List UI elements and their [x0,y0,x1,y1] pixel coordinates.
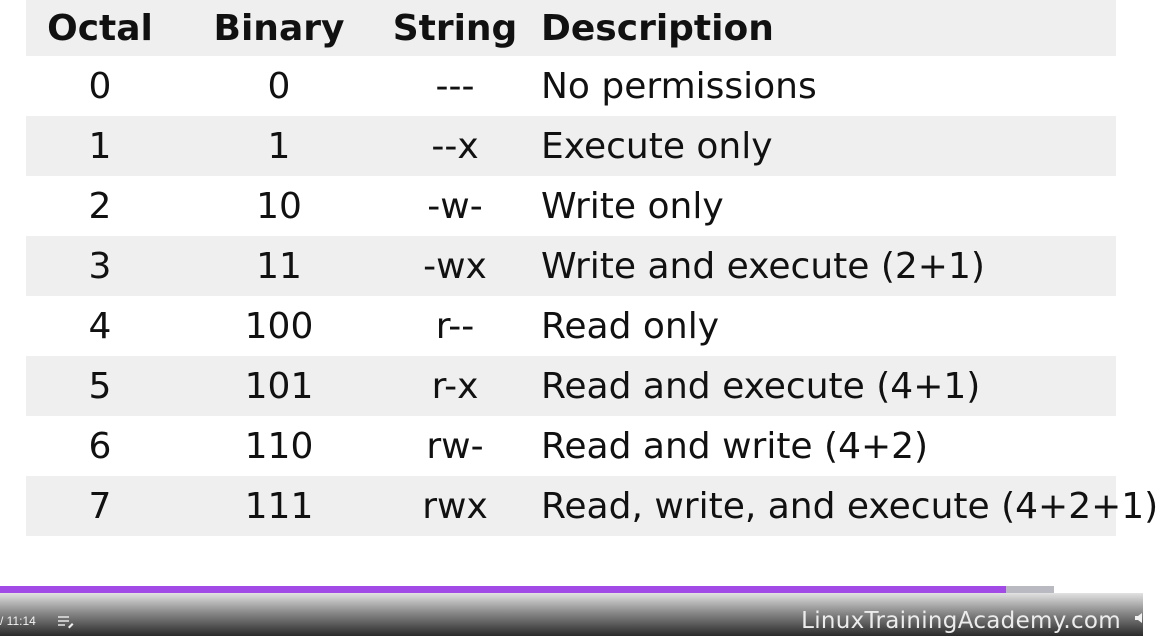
header-binary: Binary [213,7,345,49]
cell-octal: 7 [88,485,112,527]
cell-string: rw- [426,425,484,467]
cell-description: Read and write (4+2) [541,425,929,467]
progress-played [0,586,1006,593]
permissions-table: Octal Binary String Description 0 0 --- No … [26,0,1158,536]
cell-octal: 0 [88,65,112,107]
table-header-row: Octal Binary String Description [26,0,1116,56]
watermark: LinuxTrainingAcademy.com [801,608,1121,634]
header-description: Description [541,7,774,49]
cell-string: r-x [431,365,479,407]
cell-description: Execute only [541,125,773,167]
cell-binary: 0 [267,65,291,107]
cell-description: Read and execute (4+1) [541,365,981,407]
table-row: 7 111 rwx Read, write, and execute (4+2+1) [26,476,1158,536]
cell-description: Read only [541,305,720,347]
cell-octal: 3 [88,245,112,287]
cell-binary: 10 [256,185,302,227]
cell-binary: 100 [244,305,314,347]
cell-string: rwx [422,485,488,527]
header-string: String [392,7,518,49]
cell-description: Read, write, and execute (4+2+1) [541,485,1158,527]
progress-bar[interactable] [0,586,1143,593]
table-row: 4 100 r-- Read only [26,296,1116,356]
cell-binary: 101 [244,365,314,407]
player-controls: / 11:14 LinuxTrainingAcademy.com [0,593,1143,636]
slide: Octal Binary String Description 0 0 --- No … [26,0,1158,536]
cell-binary: 1 [267,125,291,167]
volume-icon[interactable] [1135,612,1143,624]
cell-description: No permissions [541,65,817,107]
header-octal: Octal [47,7,153,49]
cell-string: --x [431,125,479,167]
cell-binary: 11 [256,245,302,287]
cell-string: -w- [427,185,483,227]
cell-octal: 5 [88,365,112,407]
table-row: 6 110 rw- Read and write (4+2) [26,416,1116,476]
chapters-icon[interactable] [57,615,75,629]
cell-octal: 4 [88,305,112,347]
table-row: 2 10 -w- Write only [26,176,1116,236]
cell-string: r-- [435,305,475,347]
cell-octal: 6 [88,425,112,467]
cell-string: --- [435,65,475,107]
cell-binary: 110 [244,425,314,467]
cell-octal: 2 [88,185,112,227]
cell-binary: 111 [244,485,314,527]
table-row: 1 1 --x Execute only [26,116,1116,176]
cell-description: Write and execute (2+1) [541,245,985,287]
time-display: / 11:14 [0,614,36,628]
cell-string: -wx [423,245,487,287]
table-row: 5 101 r-x Read and execute (4+1) [26,356,1116,416]
cell-octal: 1 [88,125,112,167]
table-row: 3 11 -wx Write and execute (2+1) [26,236,1116,296]
table-row: 0 0 --- No permissions [26,56,1116,116]
cell-description: Write only [541,185,724,227]
